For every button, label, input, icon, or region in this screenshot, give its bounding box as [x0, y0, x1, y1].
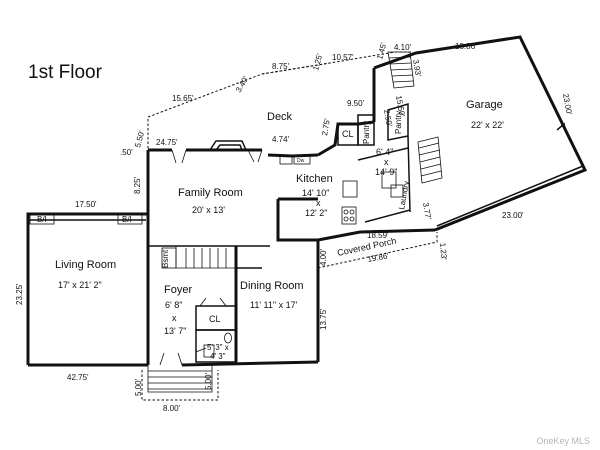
dim-3-77: 3.77': [421, 202, 433, 221]
dim-1-25: 1.25': [311, 52, 324, 71]
deck-closet-label: CL: [342, 129, 354, 139]
deck-outline: [147, 51, 413, 153]
kitchen-name: Kitchen: [296, 173, 333, 185]
family-room-name: Family Room: [178, 187, 243, 199]
dim-23-00-right: 23.00': [561, 93, 574, 116]
dim-50: .50': [120, 148, 133, 157]
kitchen-size-x: x: [316, 198, 321, 208]
foyer-size-b: 13' 7": [164, 326, 186, 336]
covered-porch-outline: [317, 232, 438, 269]
laundry-size-x: x: [384, 157, 389, 167]
garage-size: 22' x 22': [471, 120, 504, 130]
dim-23-00-bottom: 23.00': [502, 211, 524, 220]
dim-9-50: 9.50': [347, 99, 365, 108]
living-room-size: 17' x 21' 2": [58, 280, 102, 290]
fireplace: [208, 140, 248, 151]
dim-17-50: 17.50': [75, 200, 97, 209]
front-door: [159, 352, 183, 366]
laundry-size-b: 14' 9": [375, 167, 397, 177]
dim-19-86: 19.86': [367, 251, 390, 264]
dim-23-25: 23.25': [15, 283, 24, 305]
dim-1-45: 1.45': [375, 41, 388, 60]
dim-1-23: 1.23': [438, 242, 448, 260]
basement-stairs: [161, 245, 237, 269]
foyer-name: Foyer: [164, 284, 192, 296]
front-entry-stairs: [141, 365, 219, 401]
dim-4-74: 4.74': [272, 135, 290, 144]
dim-5-00-left: 5.00': [134, 378, 143, 396]
dim-3-40: 3.40': [234, 74, 251, 94]
family-room-deck-door: [171, 149, 263, 164]
dim-2-75: 2.75': [320, 117, 332, 136]
dim-42-75: 42.75': [67, 373, 89, 382]
dim-4-00: 4.00': [319, 248, 328, 266]
family-room-size: 20' x 13': [192, 205, 225, 215]
dim-5-00-right: 5.00': [204, 372, 213, 390]
basement-label: Bsmt: [161, 249, 170, 268]
dim-18-59: 18.59': [367, 231, 389, 240]
foyer-closet-label: CL: [209, 314, 221, 324]
foyer-size-a: 6' 8": [165, 300, 182, 310]
dishwasher-label: Dw: [297, 158, 305, 164]
kitchen-size-a: 14' 10": [302, 188, 329, 198]
built-in-label-left: B/I: [37, 215, 47, 224]
dining-room-name: Dining Room: [240, 280, 304, 292]
pantry-label-2: Pantry: [394, 111, 403, 134]
floor-title: 1st Floor: [28, 62, 102, 83]
built-in-left: [29, 214, 55, 225]
garage-side-door: [556, 122, 567, 133]
laundry-size-a: 6' 4": [376, 147, 393, 157]
dining-room-size: 11' 11" x 17': [250, 300, 298, 310]
toilet-icon: [224, 332, 232, 344]
sink-icon: [203, 344, 215, 358]
garage-name: Garage: [466, 99, 503, 111]
bath-size-b: 4' 3": [210, 352, 226, 361]
kitchen-appliances: [279, 154, 404, 225]
built-in-right: [117, 214, 143, 225]
bath-door: [195, 347, 207, 353]
dim-4-10: 4.10': [394, 43, 412, 52]
garage-door-line: [434, 165, 586, 231]
house-walls: [26, 35, 588, 367]
dim-8-25: 8.25': [133, 176, 142, 194]
watermark: OneKey MLS: [536, 436, 590, 446]
laundry-stairs: [417, 136, 443, 184]
dim-8-75: 8.75': [272, 62, 290, 71]
pantry-label-1: Pantry: [362, 121, 371, 144]
foyer-size-x: x: [172, 313, 177, 323]
dim-5-50: 5.50': [133, 129, 146, 148]
dim-18-86: 18.86': [455, 42, 477, 51]
dim-15-65: 15.65': [172, 94, 194, 103]
dim-13-75: 13.75': [319, 308, 328, 330]
foyer-closet-door: [199, 297, 227, 307]
dim-10-57: 10.57': [332, 53, 354, 62]
dim-2-50: 2.50': [382, 109, 394, 128]
dim-3-93: 3.93': [411, 59, 423, 78]
dim-24-75: 24.75': [156, 138, 178, 147]
bath-size-a: 5' 3" x: [207, 343, 229, 352]
deck-name: Deck: [267, 111, 293, 123]
kitchen-size-b: 12' 2": [305, 208, 327, 218]
dim-15-50: 15.50': [394, 95, 407, 118]
living-room-name: Living Room: [55, 259, 116, 271]
dim-8-00: 8.00': [163, 404, 181, 413]
built-in-label-right: B/I: [122, 215, 132, 224]
